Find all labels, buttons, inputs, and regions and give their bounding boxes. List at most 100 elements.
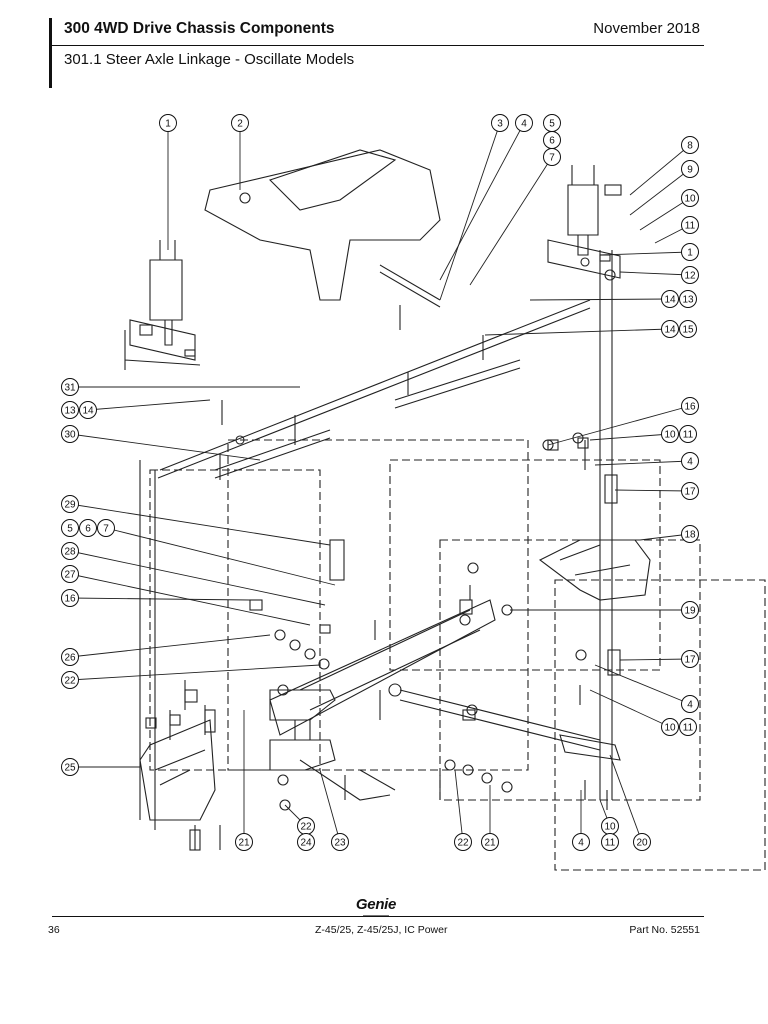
right-spindle — [538, 539, 651, 601]
part-callout: 8 — [681, 136, 699, 154]
leader-line — [629, 144, 691, 196]
callout-number: 21 — [484, 838, 496, 849]
callout-number: 29 — [64, 500, 76, 511]
part-callout: 14 — [661, 320, 679, 338]
callout-number: 22 — [64, 676, 76, 687]
logo-text: Genie — [355, 896, 397, 913]
callout-number: 21 — [238, 838, 250, 849]
part-callout: 20 — [633, 833, 651, 851]
callout-circle — [235, 833, 253, 851]
tie-rod-end — [559, 734, 621, 761]
part-callout: 10 — [661, 718, 679, 736]
callout-circle — [633, 833, 651, 851]
guide-frame — [554, 579, 766, 871]
callout-circle — [681, 452, 699, 470]
callout-number: 12 — [684, 271, 696, 282]
knuckle-post — [294, 720, 311, 740]
callout-number: 14 — [82, 406, 94, 417]
short-tie-rod — [394, 359, 521, 409]
part-callout: 11 — [681, 216, 699, 234]
callout-number: 6 — [85, 524, 91, 535]
leader-line — [484, 328, 671, 336]
callout-circle — [681, 397, 699, 415]
callout-circle — [681, 216, 699, 234]
part-callout: 22 — [454, 833, 472, 851]
leader-line — [629, 168, 691, 216]
leader-line — [439, 122, 525, 281]
callout-circle — [61, 378, 79, 396]
callout-circle — [61, 589, 79, 607]
callout-circle — [661, 718, 679, 736]
callout-number: 13 — [64, 406, 76, 417]
callout-circle — [159, 114, 177, 132]
bushing — [599, 254, 611, 262]
washer — [501, 781, 513, 793]
callout-circle — [61, 542, 79, 560]
bushing — [184, 349, 196, 357]
bushing — [139, 324, 153, 336]
header-rule-vertical — [49, 18, 52, 88]
guide-frame — [389, 459, 661, 671]
callout-circle — [61, 758, 79, 776]
part-callout: 17 — [681, 650, 699, 668]
part-callout: 9 — [681, 160, 699, 178]
part-callout: 5 — [61, 519, 79, 537]
callout-number: 4 — [521, 119, 527, 130]
callout-number: 11 — [605, 838, 616, 849]
leader-line — [469, 156, 553, 286]
washer — [459, 614, 471, 626]
callout-number: 17 — [684, 487, 696, 498]
part-callout: 17 — [681, 482, 699, 500]
leader-line — [594, 664, 691, 705]
part-callout: 2 — [231, 114, 249, 132]
callout-circle — [681, 601, 699, 619]
part-callout: 1 — [681, 243, 699, 261]
callout-number: 27 — [64, 570, 76, 581]
knuckle-upper — [269, 689, 336, 721]
part-callout: 12 — [681, 266, 699, 284]
callout-circle — [681, 482, 699, 500]
callout-number: 1 — [165, 119, 171, 130]
callout-circle — [97, 519, 115, 537]
callout-circle — [543, 148, 561, 166]
part-callout: 24 — [297, 833, 315, 851]
part-callout: 15 — [679, 320, 697, 338]
washer — [467, 562, 479, 574]
bushing — [145, 717, 157, 729]
leader-line — [619, 271, 691, 276]
axle-beam-detail — [299, 609, 481, 711]
leader-line — [589, 433, 671, 441]
washer — [304, 648, 316, 660]
callout-number: 9 — [687, 165, 693, 176]
callout-number: 11 — [685, 221, 696, 232]
callout-number: 5 — [549, 119, 555, 130]
lower-link — [399, 689, 601, 751]
callout-number: 10 — [604, 822, 616, 833]
guide-frame — [149, 469, 321, 771]
callout-number: 1 — [687, 248, 693, 259]
part-callout: 16 — [681, 397, 699, 415]
leader-line — [599, 251, 691, 256]
leader-line — [529, 298, 671, 301]
washer — [481, 772, 493, 784]
callout-circle — [79, 401, 97, 419]
callout-number: 22 — [457, 838, 469, 849]
callout-circle — [61, 648, 79, 666]
leader-line — [609, 754, 643, 843]
callout-number: 18 — [684, 530, 696, 541]
part-callout: 14 — [661, 290, 679, 308]
callout-number: 25 — [64, 763, 76, 774]
callout-circle — [681, 650, 699, 668]
callout-circle — [79, 519, 97, 537]
callout-number: 26 — [64, 653, 76, 664]
callout-circle — [661, 320, 679, 338]
washer — [277, 774, 289, 786]
callout-number: 17 — [684, 655, 696, 666]
callout-circle — [601, 833, 619, 851]
callout-circle — [331, 833, 349, 851]
bushing — [249, 599, 263, 611]
callout-circle — [661, 425, 679, 443]
part-callout: 22 — [61, 671, 79, 689]
callout-circle — [61, 425, 79, 443]
